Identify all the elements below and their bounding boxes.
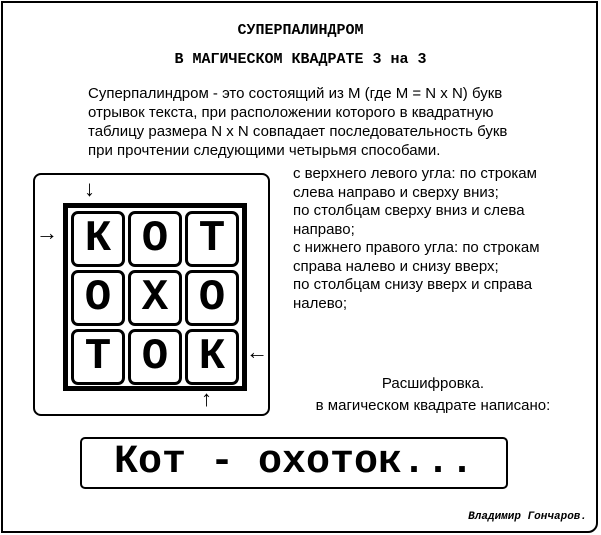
square-box — [33, 173, 270, 416]
cell: Т — [185, 211, 239, 267]
method-line: направо; — [293, 220, 355, 238]
method-line: слева направо и сверху вниз; — [293, 183, 499, 201]
decode-heading: Расшифровка. — [381, 375, 485, 392]
magic-square: К О Т О Х О Т О К — [63, 203, 247, 391]
method-line: по столбцам сверху вниз и слева — [293, 202, 525, 219]
answer-box: Кот - охоток... — [80, 437, 508, 489]
reading-methods: с верхнего левого угла: по строкам слева… — [293, 165, 540, 313]
title-line-1: СУПЕРПАЛИНДРОМ — [237, 22, 364, 39]
intro-paragraph: Суперпалиндром - это состоящий из M (где… — [88, 84, 598, 160]
intro-line: таблицу размера N x N совпадает последов… — [88, 123, 508, 140]
intro-line: при прочтении следующими четырьмя способ… — [88, 142, 441, 159]
method-line: справа налево и снизу вверх; — [293, 257, 499, 275]
cell: О — [71, 270, 125, 326]
method-line: с нижнего правого угла: по строкам — [293, 239, 540, 256]
title-line-2: В МАГИЧЕСКОМ КВАДРАТЕ 3 на 3 — [174, 51, 427, 68]
signature: Владимир Гончаров. — [468, 511, 587, 523]
intro-line: отрывок текста, при расположении которог… — [88, 104, 494, 121]
method-line: налево; — [293, 294, 348, 312]
method-line: с верхнего левого угла: по строкам — [293, 165, 537, 182]
decode-text: в магическом квадрате написано: — [315, 397, 551, 414]
cell: Х — [128, 270, 182, 326]
intro-line: Суперпалиндром - это состоящий из M (где… — [88, 85, 503, 102]
arrow-left-icon: ← — [246, 339, 268, 364]
cell: К — [185, 329, 239, 385]
cell: К — [71, 211, 125, 267]
arrow-down-icon: ↓ — [84, 176, 95, 201]
cell: О — [185, 270, 239, 326]
arrow-up-icon: ↑ — [201, 386, 212, 411]
cell: О — [128, 329, 182, 385]
cell: Т — [71, 329, 125, 385]
arrow-right-icon: → — [36, 220, 58, 245]
method-line: по столбцам снизу вверх и справа — [293, 276, 533, 293]
cell: О — [128, 211, 182, 267]
